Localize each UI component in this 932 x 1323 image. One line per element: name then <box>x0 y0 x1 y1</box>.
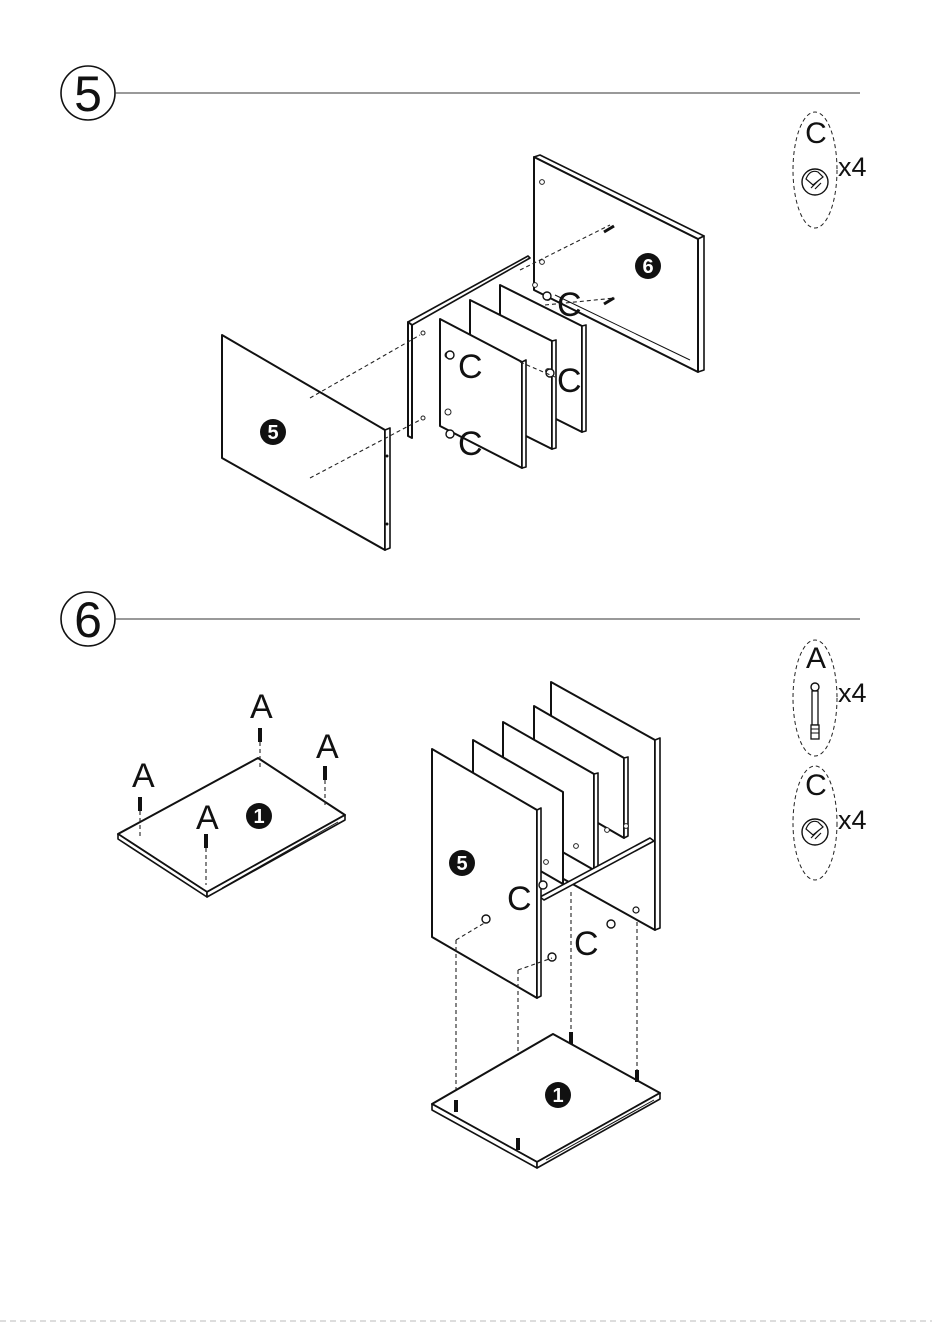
cam-lock-icon <box>802 819 828 845</box>
part-c-count: x4 <box>838 152 867 182</box>
part-c-label: C <box>805 769 827 802</box>
fitting-label-c: C <box>574 925 599 963</box>
panel-1-badge: 1 <box>545 1082 571 1108</box>
cam-bolt-icon <box>811 683 819 739</box>
step-5-header: 5 <box>61 66 860 122</box>
fitting-label-c: C <box>507 880 532 918</box>
panel-1-badge: 1 <box>246 803 272 829</box>
cam-lock-icon <box>802 169 828 195</box>
step-6-parts-list: A x4 C x4 <box>793 640 867 880</box>
fitting-label-a: A <box>316 728 339 766</box>
fitting-label-a: A <box>250 688 273 726</box>
svg-text:1: 1 <box>253 806 264 828</box>
part-c-count: x4 <box>838 805 867 835</box>
fitting-label-c: C <box>458 348 483 386</box>
svg-text:5: 5 <box>267 422 278 444</box>
assembled-unit: 5 <box>432 682 660 998</box>
fitting-label-c: C <box>557 362 582 400</box>
step-5-number: 5 <box>74 66 102 122</box>
step-5-parts-list: C x4 <box>793 112 867 228</box>
part-c-label: C <box>805 117 827 150</box>
part-a-count: x4 <box>838 678 867 708</box>
panel-5-badge: 5 <box>449 850 475 876</box>
svg-text:1: 1 <box>552 1085 563 1107</box>
base-panel-1-bottom: 1 <box>432 1032 660 1168</box>
fitting-label-c: C <box>557 286 582 324</box>
fitting-label-a: A <box>132 757 155 795</box>
base-panel-1-left: 1 <box>118 728 345 897</box>
svg-text:6: 6 <box>642 256 653 278</box>
step-6: 6 A x4 C x4 <box>61 592 867 1168</box>
step-6-number: 6 <box>74 592 102 648</box>
fitting-label-a: A <box>196 799 219 837</box>
fitting-label-c: C <box>458 425 483 463</box>
panel-5: 5 <box>222 335 390 550</box>
svg-text:5: 5 <box>456 853 467 875</box>
panel-6-badge: 6 <box>635 253 661 279</box>
part-a-label: A <box>806 642 826 675</box>
panel-5-badge: 5 <box>260 419 286 445</box>
step-6-header: 6 <box>61 592 860 648</box>
step-5: 5 C x4 6 <box>61 66 867 550</box>
